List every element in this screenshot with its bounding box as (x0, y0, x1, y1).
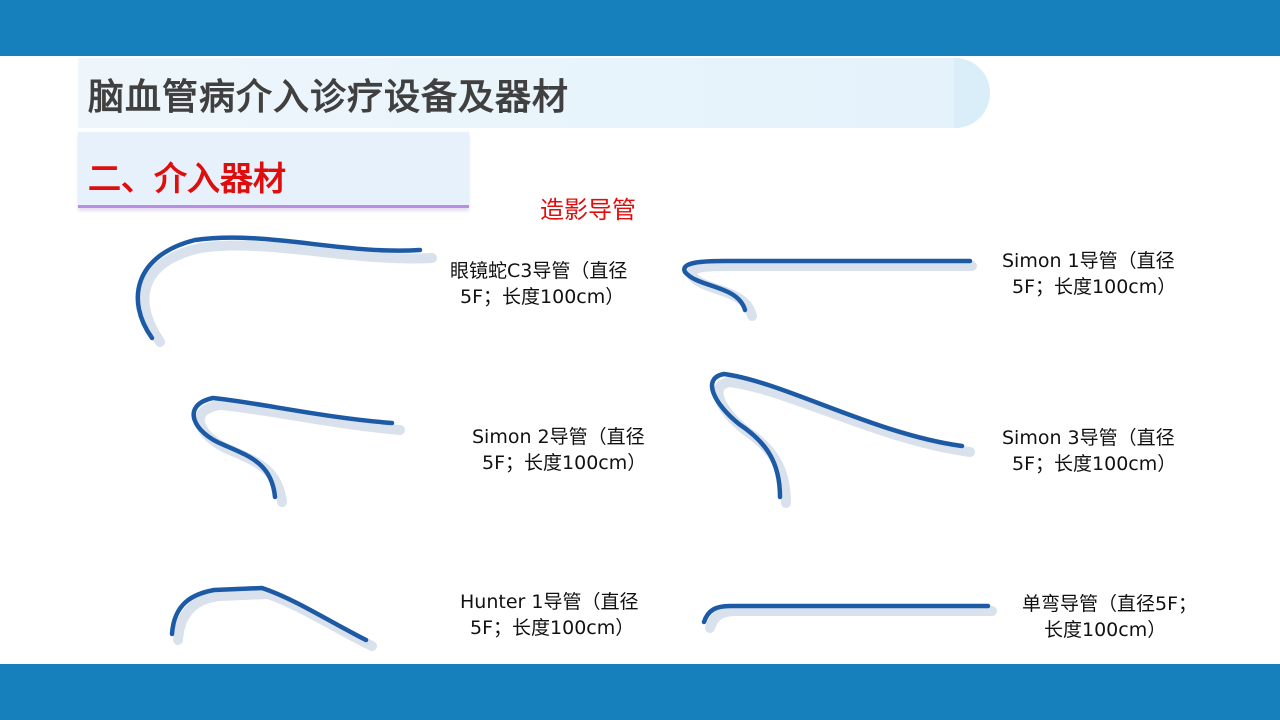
catheter-label-single-curve-line1: 单弯导管（直径5F； (1022, 593, 1198, 615)
subtitle: 造影导管 (540, 196, 636, 224)
catheter-label-single-curve: 单弯导管（直径5F； 长度100cm） (1022, 591, 1197, 643)
catheter-label-c3-line1: 眼镜蛇C3导管（直径 (450, 260, 628, 282)
catheter-label-hunter1-line1: Hunter 1导管（直径 (460, 591, 639, 613)
catheter-label-simon2: Simon 2导管（直径 5F；长度100cm） (472, 424, 646, 476)
catheter-label-simon3: Simon 3导管（直径 5F；长度100cm） (1002, 425, 1176, 477)
catheter-label-simon1: Simon 1导管（直径 5F；长度100cm） (1002, 248, 1176, 300)
catheter-label-c3: 眼镜蛇C3导管（直径 5F；长度100cm） (450, 258, 627, 310)
catheter-simon3-image (709, 371, 975, 508)
catheter-simon2-image (191, 395, 405, 507)
catheter-label-simon2-line2: 5F；长度100cm） (482, 452, 647, 474)
section-title: 二、介入器材 (88, 159, 286, 198)
catheter-label-simon1-line2: 5F；长度100cm） (1012, 276, 1177, 298)
catheter-simon1-image (682, 258, 977, 321)
catheter-label-simon3-line2: 5F；长度100cm） (1012, 453, 1177, 475)
slide-title: 脑血管病介入诊疗设备及器材 (88, 77, 570, 118)
catheter-label-hunter1-line2: 5F；长度100cm） (470, 617, 635, 639)
catheter-hunter1-image (169, 585, 377, 651)
catheter-single-curve-image (701, 603, 997, 633)
catheter-c3-image (135, 235, 437, 347)
catheter-label-simon2-line1: Simon 2导管（直径 (472, 426, 645, 448)
catheter-label-single-curve-line2: 长度100cm） (1044, 619, 1167, 641)
catheter-label-simon1-line1: Simon 1导管（直径 (1002, 250, 1175, 272)
bottom-banner (0, 664, 1280, 720)
catheter-label-simon3-line1: Simon 3导管（直径 (1002, 427, 1175, 449)
top-banner (0, 0, 1280, 56)
catheter-label-c3-line2: 5F；长度100cm） (460, 286, 625, 308)
section-header-box (78, 132, 469, 208)
catheter-label-hunter1: Hunter 1导管（直径 5F；长度100cm） (460, 589, 638, 641)
